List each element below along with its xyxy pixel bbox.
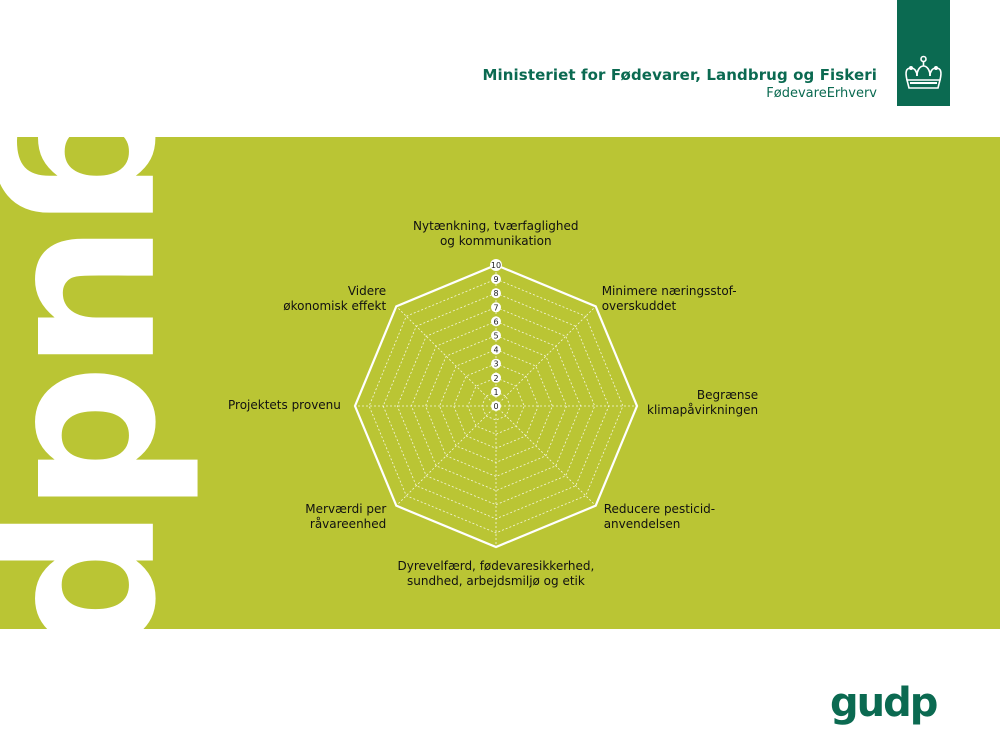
tick-bubble-1 <box>491 386 501 397</box>
radar-spoke-7 <box>396 306 497 407</box>
axis-label-3: Reducere pesticid-anvendelsen <box>604 502 715 532</box>
tick-label-10: 10 <box>490 259 502 271</box>
ministry-header: Ministeriet for Fødevarer, Landbrug og F… <box>483 66 878 101</box>
ministry-name: Ministeriet for Fødevarer, Landbrug og F… <box>482 66 877 84</box>
tick-bubble-8 <box>491 288 501 299</box>
axis-label-4-line-0: Dyrevelfærd, fødevaresikkerhed, <box>397 559 595 573</box>
gudp-large-letters: gudp <box>0 80 233 648</box>
axis-label-3-line-1: anvendelsen <box>603 516 681 531</box>
tick-bubble-2 <box>491 372 501 383</box>
tick-text-1: 1 <box>493 388 498 397</box>
tick-bubble-0 <box>491 401 501 411</box>
axis-label-1: Minimere næringsstof-overskuddet <box>602 284 737 314</box>
radar-spoke-5 <box>396 405 497 506</box>
grid-ring-3 <box>453 363 539 449</box>
tick-text-6: 6 <box>493 317 498 326</box>
ministry-subtitle: FødevareErhverv <box>766 86 877 101</box>
axis-label-0-line-0: Nytænkning, tværfaglighed <box>413 219 579 233</box>
axis-label-1-line-0: Minimere næringsstof- <box>601 284 737 299</box>
tick-bubble-5 <box>491 330 501 341</box>
tick-text-5: 5 <box>493 332 498 341</box>
tick-label-1: 1 <box>491 386 501 397</box>
tick-bubble-6 <box>491 316 501 327</box>
tick-bubble-9 <box>491 274 501 285</box>
radar-spoke-3 <box>495 405 596 506</box>
royal-crest <box>897 0 950 106</box>
tick-bubble-3 <box>491 358 501 369</box>
tick-text-10: 10 <box>491 261 501 270</box>
tick-bubble-7 <box>491 302 501 313</box>
axis-label-2-line-1: klimapåvirkningen <box>647 403 759 417</box>
green-band <box>0 137 1000 629</box>
crown-icon <box>905 55 942 89</box>
radar-outer-ring <box>353 263 639 549</box>
tick-label-4: 4 <box>491 344 501 355</box>
gudp-small-logo: gudp <box>830 682 939 726</box>
tick-text-9: 9 <box>493 275 498 284</box>
tick-label-3: 3 <box>491 358 501 369</box>
grid-ring-7 <box>396 306 596 506</box>
axis-label-0-line-1: og kommunikation <box>439 234 552 248</box>
tick-label-2: 2 <box>491 372 501 383</box>
radar-outline <box>353 263 639 549</box>
grid-ring-2 <box>467 377 525 435</box>
tick-label-8: 8 <box>491 288 501 299</box>
tick-bubble-10 <box>490 259 502 271</box>
axis-label-3-line-0: Reducere pesticid- <box>603 501 716 516</box>
tick-label-9: 9 <box>491 274 501 285</box>
tick-text-4: 4 <box>493 346 498 355</box>
tick-text-2: 2 <box>493 374 498 383</box>
tick-text-0: 0 <box>493 402 498 411</box>
axis-label-1-line-1: overskuddet <box>601 299 677 314</box>
grid-ring-9 <box>368 278 624 534</box>
axis-label-5-line-0: Merværdi per <box>305 501 387 516</box>
gudp-small-text: gudp <box>830 682 937 726</box>
tick-label-7: 7 <box>491 302 501 313</box>
radar-tick-labels: 0 1 2 3 4 5 6 7 8 9 10 <box>490 259 502 411</box>
radar-spoke-1 <box>495 306 596 407</box>
axis-label-6: Projektets provenu <box>228 398 341 413</box>
tick-label-0: 0 <box>491 401 501 411</box>
tick-text-7: 7 <box>493 303 498 312</box>
axis-label-4-line-1: sundhed, arbejdsmiljø og etik <box>407 574 585 588</box>
axis-label-6-line-0: Projektets provenu <box>228 398 341 412</box>
tick-text-8: 8 <box>493 289 498 298</box>
axis-label-7-line-1: økonomisk effekt <box>283 299 387 314</box>
axis-label-5-line-1: råvareenhed <box>309 516 387 531</box>
tick-label-6: 6 <box>491 316 501 327</box>
tick-text-3: 3 <box>493 360 498 369</box>
gudp-large-logo: gudp <box>0 80 233 648</box>
axis-label-7-line-0: Videre <box>347 284 387 299</box>
axis-label-4: Dyrevelfærd, fødevaresikkerhed,sundhed, … <box>398 559 595 589</box>
axis-label-2-line-0: Begrænse <box>696 388 759 402</box>
tick-label-5: 5 <box>491 330 501 341</box>
gudp-large-text: gudp <box>0 80 233 648</box>
tick-bubble-4 <box>491 344 501 355</box>
